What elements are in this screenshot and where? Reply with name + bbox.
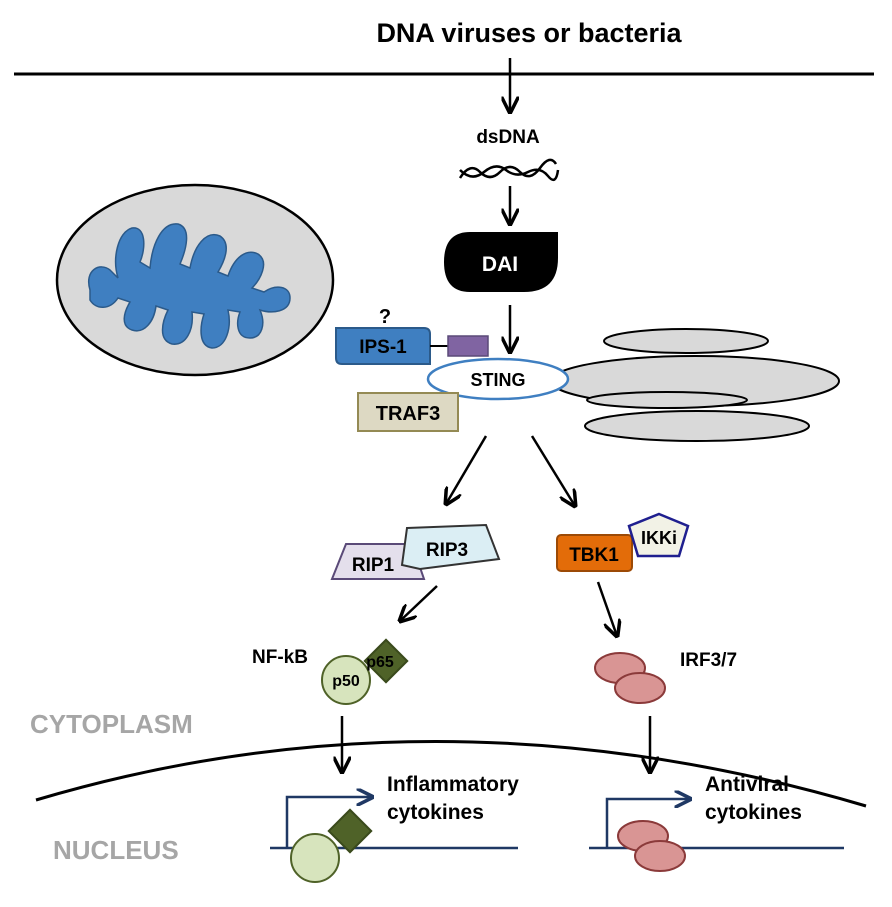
nfkb-label: NF-kB — [252, 647, 308, 668]
ikki-shape — [627, 512, 690, 558]
mitochondrion-icon — [55, 183, 335, 377]
traf3-shape — [357, 392, 459, 432]
arrow-sting-tbk1 — [530, 435, 575, 506]
cytoplasm-label: CYTOPLASM — [30, 709, 193, 739]
question-mark: ? — [379, 306, 391, 328]
ips1-membrane-anchor — [447, 335, 489, 357]
rip3-label: RIP3 — [426, 540, 468, 561]
dai-label: DAI — [482, 253, 518, 276]
p50-shape — [321, 655, 371, 705]
sting-shape — [426, 357, 570, 401]
top-label: DNA viruses or bacteria — [376, 18, 682, 48]
arrow-sting-rip — [446, 435, 488, 504]
tbk1-label: TBK1 — [569, 545, 619, 566]
p65-shape — [363, 638, 409, 684]
inflammatory-line2: cytokines — [387, 801, 484, 824]
dai-shape — [444, 232, 558, 292]
nuclear-envelope — [35, 740, 867, 808]
irf-bound-oval-2 — [634, 840, 686, 872]
tbk1-shape — [556, 534, 633, 572]
rip1-label: RIP1 — [352, 555, 395, 576]
ips1-label: IPS-1 — [359, 337, 407, 358]
traf3-label: TRAF3 — [376, 403, 440, 425]
arrow-tbk1-irf — [596, 581, 617, 636]
rip3-shape — [400, 523, 501, 571]
antiviral-line1: Antiviral — [705, 773, 789, 796]
rip1-shape — [330, 543, 426, 580]
inflammatory-line1: Inflammatory — [387, 773, 519, 796]
p50-label: p50 — [332, 673, 360, 690]
irf-label: IRF3/7 — [680, 650, 737, 671]
er-membrane-icon — [550, 328, 840, 442]
ips1-shape — [335, 327, 431, 365]
p65-label: p65 — [366, 654, 394, 671]
irf-oval-2 — [614, 672, 666, 704]
p50-bound-shape — [290, 833, 340, 883]
ikki-label: IKKi — [641, 528, 677, 548]
dsdna-label: dsDNA — [476, 127, 540, 148]
p65-bound-shape — [327, 808, 373, 854]
sting-label: STING — [470, 370, 525, 390]
nucleus-label: NUCLEUS — [53, 835, 179, 865]
antiviral-line2: cytokines — [705, 801, 802, 824]
dsdna-helix-icon — [458, 158, 560, 182]
arrow-rip-nfkb — [400, 585, 438, 621]
